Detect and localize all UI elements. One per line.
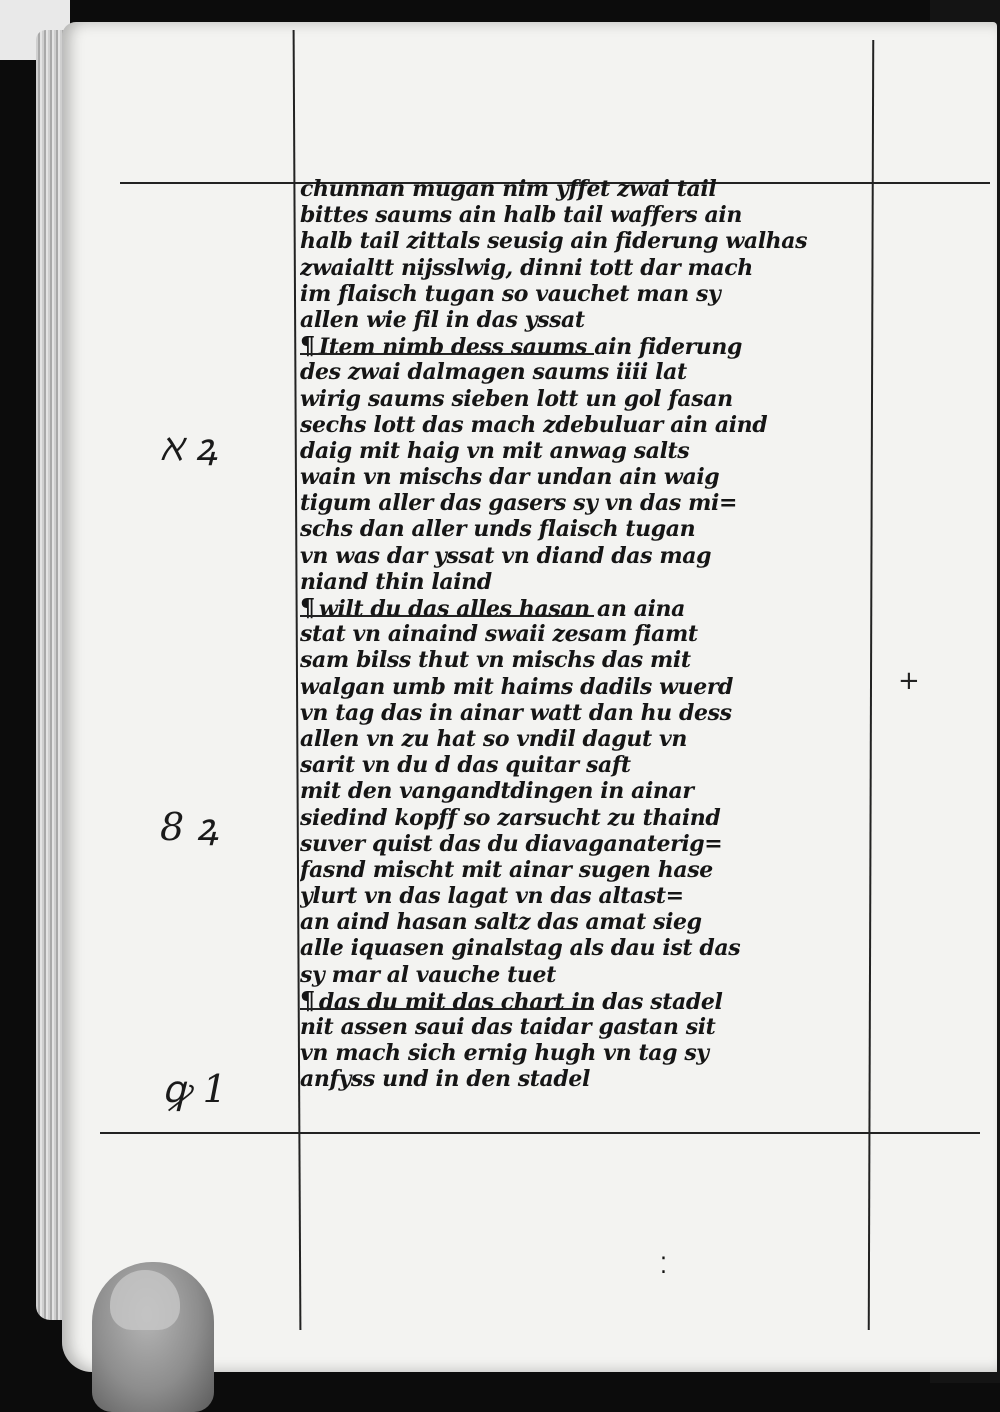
text-line: sam bilss thut vn mischs das mit: [300, 647, 691, 674]
text-line: sechs lott das mach zdebuluar ain aind: [300, 411, 768, 438]
text-line: des zwai dalmagen saums iiii lat: [300, 359, 687, 386]
margin-note-3: ꝙ 1: [162, 1067, 227, 1111]
paragraph-4: ¶das du mit das chart in das stadel nit …: [300, 988, 890, 1093]
text-line: bittes saums ain halb tail waffers ain: [300, 202, 742, 229]
margin-note-1: ℵ ꝝ: [160, 425, 218, 469]
text-line: wain vn mischs dar undan ain waig: [300, 464, 720, 491]
text-line: halb tail zittals seusig ain fiderung wa…: [300, 228, 808, 255]
text-line: zwaialtt nijsslwig, dinni tott dar mach: [300, 254, 753, 281]
text-line: ¶wilt du das alles hasan an aina: [300, 595, 890, 621]
page-dots: ⁚: [660, 1254, 667, 1279]
text-line: allen wie fil in das yssat: [300, 306, 585, 333]
text-line: allen vn zu hat so vndil dagut vn: [300, 725, 687, 752]
paragraph-2: ¶Item nimb dess saums ain fiderung des z…: [300, 333, 890, 595]
text-line: schs dan aller unds flaisch tugan: [300, 516, 696, 543]
text-line: fasnd mischt mit ainar sugen hase: [300, 856, 713, 883]
text-line: ¶das du mit das chart in das stadel: [300, 988, 890, 1014]
paragraph-mark-icon: ¶: [300, 987, 315, 1014]
bottom-margin-rule: [100, 1132, 980, 1134]
plus-mark: +: [898, 666, 920, 696]
text-line: suver quist das du diavaganaterig=: [300, 830, 723, 857]
text-line: wirig saums sieben lott un gol fasan: [300, 385, 733, 412]
margin-note-2: 8 ꝝ: [160, 805, 219, 849]
text-line: niand thin laind: [300, 568, 492, 595]
manuscript-text: chunnan mugan nim yffet zwai tail bittes…: [300, 176, 890, 1093]
top-margin-rule: [120, 182, 990, 184]
text-line: sy mar al vauche tuet: [300, 961, 556, 988]
text-line-content: wilt du das alles hasan an aina: [318, 596, 686, 622]
text-line: vn tag das in ainar watt dan hu dess: [300, 699, 732, 726]
text-line: ¶Item nimb dess saums ain fiderung: [300, 333, 890, 359]
text-line-content: Item nimb dess saums ain fiderung: [318, 334, 742, 360]
paragraph-mark-icon: ¶: [300, 333, 315, 360]
text-line: tigum aller das gasers sy vn das mi=: [300, 490, 738, 517]
text-line-content: das du mit das chart in das stadel: [318, 988, 723, 1014]
manuscript-page: [62, 22, 997, 1372]
text-line: an aind hasan saltz das amat sieg: [300, 909, 702, 936]
text-line: nit assen saui das taidar gastan sit: [300, 1014, 716, 1040]
text-line: walgan umb mit haims dadils wuerd: [300, 673, 734, 700]
text-line: ylurt vn das lagat vn das altast=: [300, 883, 684, 910]
text-line: stat vn ainaind swaii zesam fiamt: [300, 621, 698, 648]
paragraph-3: ¶wilt du das alles hasan an aina stat vn…: [300, 595, 890, 988]
text-line: siedind kopff so zarsucht zu thaind: [300, 804, 721, 831]
text-line: vn was dar yssat vn diand das mag: [300, 542, 712, 569]
text-line: sarit vn du d das quitar saft: [300, 752, 631, 779]
text-line: anfyss und in den stadel: [300, 1066, 590, 1093]
text-line: alle iquasen ginalstag als dau ist das: [300, 935, 741, 962]
paragraph-1: chunnan mugan nim yffet zwai tail bittes…: [300, 176, 890, 333]
text-line: vn mach sich ernig hugh vn tag sy: [300, 1040, 709, 1067]
thumbnail-highlight: [110, 1270, 180, 1330]
text-line: mit den vangandtdingen in ainar: [300, 778, 694, 805]
paragraph-mark-icon: ¶: [300, 595, 315, 622]
text-line: chunnan mugan nim yffet zwai tail: [300, 176, 717, 202]
text-line: im flaisch tugan so vauchet man sy: [300, 280, 721, 307]
text-line: daig mit haig vn mit anwag salts: [300, 437, 690, 464]
